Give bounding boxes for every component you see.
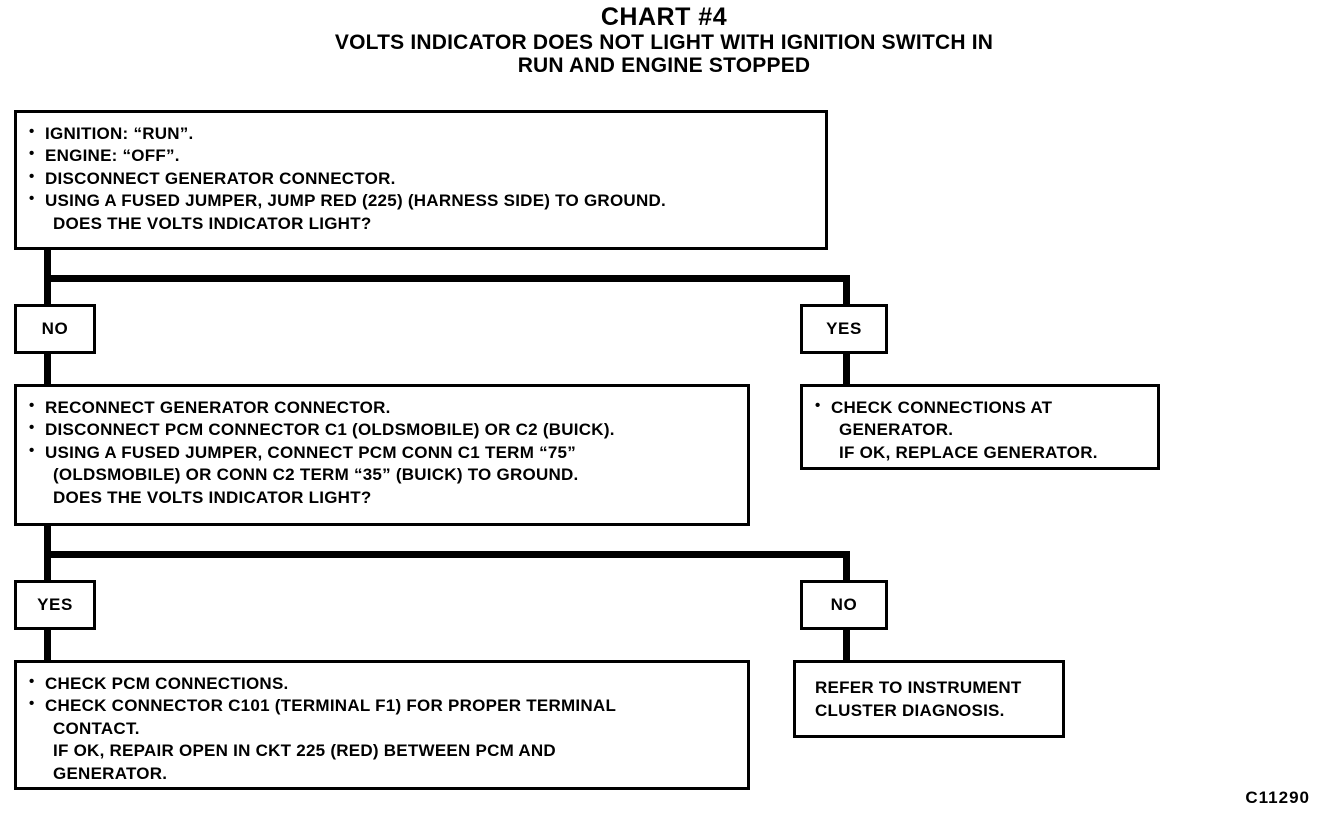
page-title: CHART #4 bbox=[600, 3, 728, 31]
node-result-generator-line-1: CHECK CONNECTIONS AT bbox=[815, 396, 1145, 419]
page-subtitle-line-1: VOLTS INDICATOR DOES NOT LIGHT WITH IGNI… bbox=[334, 30, 994, 54]
node-result-pcm-line-5: GENERATOR. bbox=[53, 763, 168, 783]
node-result-pcm[interactable]: CHECK PCM CONNECTIONS. CHECK CONNECTOR C… bbox=[14, 660, 750, 790]
node-result-pcm-lines: CHECK PCM CONNECTIONS. CHECK CONNECTOR C… bbox=[29, 672, 735, 785]
connector-no-to-cluster bbox=[843, 628, 850, 660]
connector-branch-rail-2 bbox=[44, 551, 850, 558]
connector-step1-stem bbox=[44, 248, 51, 282]
node-step2-line-5: DOES THE VOLTS INDICATOR LIGHT? bbox=[53, 487, 372, 507]
page-subtitle-line-2: RUN AND ENGINE STOPPED bbox=[517, 54, 811, 78]
node-result-pcm-line-2: CHECK CONNECTOR C101 (TERMINAL F1) FOR P… bbox=[29, 694, 735, 717]
branch-label-no-1[interactable]: NO bbox=[14, 304, 96, 354]
connector-no-to-step2 bbox=[44, 352, 51, 384]
node-result-cluster-lines: REFER TO INSTRUMENT CLUSTER DIAGNOSIS. bbox=[815, 677, 1050, 723]
node-step2-lines: RECONNECT GENERATOR CONNECTOR. DISCONNEC… bbox=[29, 396, 735, 509]
branch-label-no-1-text: NO bbox=[41, 319, 69, 338]
node-result-cluster-line-2: CLUSTER DIAGNOSIS. bbox=[815, 700, 1005, 720]
branch-label-yes-2-text: YES bbox=[37, 595, 73, 614]
connector-rail1-to-yes bbox=[843, 275, 850, 307]
branch-label-no-2-text: NO bbox=[830, 595, 858, 614]
node-result-cluster-line-1: REFER TO INSTRUMENT bbox=[815, 678, 1022, 697]
node-step1-line-5: DOES THE VOLTS INDICATOR LIGHT? bbox=[53, 213, 372, 233]
node-result-pcm-line-4: IF OK, REPAIR OPEN IN CKT 225 (RED) BETW… bbox=[53, 741, 556, 761]
connector-rail2-to-yes bbox=[44, 551, 51, 583]
branch-label-yes-1[interactable]: YES bbox=[800, 304, 888, 354]
connector-yes-to-pcm bbox=[44, 628, 51, 660]
node-step1-line-2: ENGINE: “OFF”. bbox=[29, 144, 813, 167]
connector-step2-stem bbox=[44, 524, 51, 558]
node-step1-line-4: USING A FUSED JUMPER, JUMP RED (225) (HA… bbox=[29, 189, 813, 212]
node-step2-line-3: USING A FUSED JUMPER, CONNECT PCM CONN C… bbox=[29, 441, 735, 464]
branch-label-no-2[interactable]: NO bbox=[800, 580, 888, 630]
node-step1-line-3: DISCONNECT GENERATOR CONNECTOR. bbox=[29, 167, 813, 190]
reference-code: C11290 bbox=[1245, 788, 1310, 807]
connector-yes-to-generator bbox=[843, 352, 850, 384]
node-result-pcm-line-1: CHECK PCM CONNECTIONS. bbox=[29, 672, 735, 695]
node-step2-line-4: (OLDSMOBILE) OR CONN C2 TERM “35” (BUICK… bbox=[53, 465, 579, 485]
node-result-generator-line-2: GENERATOR. bbox=[839, 420, 954, 440]
node-result-generator-line-3: IF OK, REPLACE GENERATOR. bbox=[839, 442, 1098, 462]
node-step1-lines: IGNITION: “RUN”. ENGINE: “OFF”. DISCONNE… bbox=[29, 122, 813, 235]
node-result-pcm-line-3: CONTACT. bbox=[53, 718, 140, 738]
node-result-generator-lines: CHECK CONNECTIONS AT GENERATOR. IF OK, R… bbox=[815, 396, 1145, 464]
connector-rail1-to-no bbox=[44, 275, 51, 307]
node-step2-line-1: RECONNECT GENERATOR CONNECTOR. bbox=[29, 396, 735, 419]
node-result-generator[interactable]: CHECK CONNECTIONS AT GENERATOR. IF OK, R… bbox=[800, 384, 1160, 470]
node-step1-line-1: IGNITION: “RUN”. bbox=[29, 122, 813, 145]
node-step2[interactable]: RECONNECT GENERATOR CONNECTOR. DISCONNEC… bbox=[14, 384, 750, 526]
connector-rail2-to-no bbox=[843, 551, 850, 583]
chart-title-block: CHART #4 VOLTS INDICATOR DOES NOT LIGHT … bbox=[0, 4, 1328, 78]
node-result-cluster[interactable]: REFER TO INSTRUMENT CLUSTER DIAGNOSIS. bbox=[793, 660, 1065, 738]
branch-label-yes-2[interactable]: YES bbox=[14, 580, 96, 630]
branch-label-yes-1-text: YES bbox=[826, 319, 862, 338]
node-step2-line-2: DISCONNECT PCM CONNECTOR C1 (OLDSMOBILE)… bbox=[29, 418, 735, 441]
connector-branch-rail-1 bbox=[44, 275, 850, 282]
node-step1[interactable]: IGNITION: “RUN”. ENGINE: “OFF”. DISCONNE… bbox=[14, 110, 828, 250]
